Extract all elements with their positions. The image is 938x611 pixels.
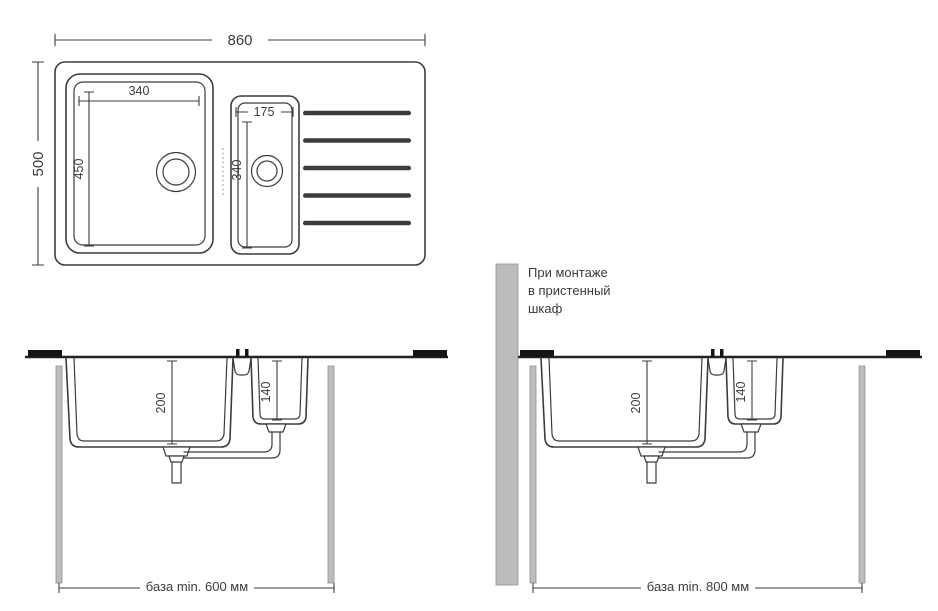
second-bowl bbox=[230, 95, 300, 255]
mounting-note-line2: в пристенный bbox=[528, 283, 611, 298]
dim-overall-width: 860 bbox=[54, 32, 426, 49]
mounting-note-line1: При монтаже bbox=[528, 265, 608, 280]
countertop-left bbox=[25, 349, 448, 359]
bowl-divider bbox=[707, 357, 727, 376]
bowls-profile bbox=[65, 357, 309, 448]
dim-overall-depth-label: 500 bbox=[30, 151, 47, 176]
base-dimension-standard: база min. 600 мм bbox=[58, 579, 335, 595]
dim-depth-second-label: 140 bbox=[259, 382, 273, 403]
dim-second-bowl-width: 175 bbox=[235, 105, 294, 119]
counter-edge-right bbox=[886, 350, 920, 357]
dim-depth-main: 200 bbox=[629, 360, 652, 445]
countertop-right bbox=[518, 349, 922, 359]
bowl-divider bbox=[232, 357, 252, 376]
sink-outline bbox=[54, 61, 426, 266]
main-bowl bbox=[65, 73, 214, 254]
overflow-pin bbox=[236, 349, 240, 357]
dim-depth-second-label: 140 bbox=[734, 382, 748, 403]
dim-main-bowl-width: 340 bbox=[78, 84, 200, 106]
dim-depth-main-label: 200 bbox=[629, 393, 643, 414]
second-bowl-drain bbox=[250, 154, 284, 188]
counter-edge-right bbox=[413, 350, 447, 357]
overflow-pin bbox=[720, 349, 724, 357]
top-view: 860 500 340 450 bbox=[30, 32, 426, 266]
overflow-pin bbox=[245, 349, 249, 357]
dim-depth-main: 200 bbox=[154, 360, 177, 445]
drainboard-ribs bbox=[303, 110, 411, 226]
dim-second-bowl-width-label: 175 bbox=[254, 105, 275, 119]
section-wall-cabinet: При монтаже в пристенный шкаф bbox=[495, 263, 922, 595]
cabinet-leg-right bbox=[327, 365, 335, 584]
cabinet-leg-left bbox=[55, 365, 63, 584]
drain-pipes bbox=[637, 423, 762, 484]
main-bowl-drain bbox=[155, 151, 197, 193]
dim-second-bowl-depth: 340 bbox=[230, 121, 252, 249]
dim-overall-width-label: 860 bbox=[227, 32, 252, 49]
dim-second-bowl-depth-label: 340 bbox=[230, 160, 244, 181]
dim-depth-second: 140 bbox=[259, 360, 282, 421]
cabinet-leg-right bbox=[858, 365, 866, 584]
cabinet-leg-left bbox=[529, 365, 537, 584]
overflow-pin bbox=[711, 349, 715, 357]
drain-pipes bbox=[162, 423, 287, 484]
base-dimension-wall-cabinet: база min. 800 мм bbox=[532, 579, 863, 595]
dim-overall-depth: 500 bbox=[30, 61, 47, 266]
mounting-note-line3: шкаф bbox=[528, 301, 563, 316]
dim-main-bowl-depth-label: 450 bbox=[72, 159, 86, 180]
dim-depth-second: 140 bbox=[734, 360, 757, 421]
section-standard: 200 140 база min. 600 мм bbox=[25, 349, 448, 595]
counter-edge-left bbox=[28, 350, 62, 357]
base-dimension-wall-cabinet-label: база min. 800 мм bbox=[647, 579, 749, 594]
counter-edge-left bbox=[520, 350, 554, 357]
dim-main-bowl-depth: 450 bbox=[72, 91, 94, 247]
base-dimension-standard-label: база min. 600 мм bbox=[146, 579, 248, 594]
mounting-note: При монтаже в пристенный шкаф bbox=[528, 265, 611, 316]
dim-main-bowl-width-label: 340 bbox=[129, 84, 150, 98]
wall-panel bbox=[495, 263, 519, 586]
dim-depth-main-label: 200 bbox=[154, 393, 168, 414]
